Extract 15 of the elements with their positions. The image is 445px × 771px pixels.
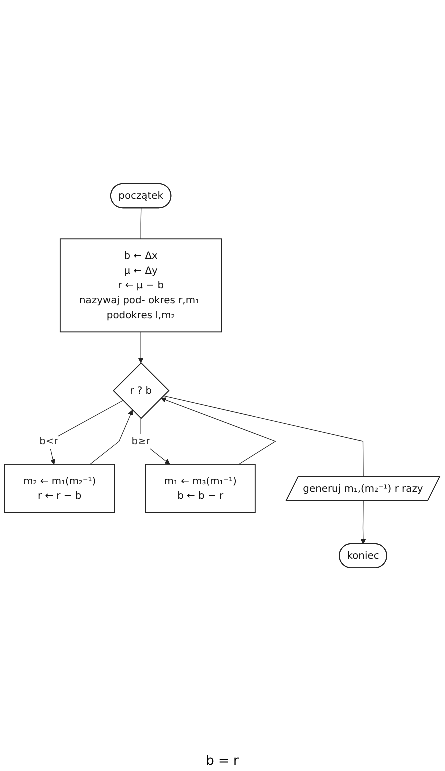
arrow (90, 410, 134, 465)
node-box: m₂ ← m₁(m₂⁻¹) r ← r − b (4, 464, 116, 514)
connector (163, 396, 364, 478)
node-diamond: r ? b (113, 362, 170, 420)
edge-label: b<r (40, 435, 58, 448)
node-box: m₁ ← m₃(m₁⁻¹) b ← b − r (145, 464, 256, 514)
arrow (138, 332, 144, 364)
arrow (48, 400, 124, 465)
arrow (140, 418, 170, 465)
connector (140, 208, 142, 240)
arrow (160, 398, 276, 465)
note-text: b = r (206, 754, 239, 769)
arrow (360, 500, 366, 544)
node-box: b ← Δx µ ← Δy r ← µ − b nazywaj pod- okres r,m₁ podokres l,m₂ (60, 238, 222, 333)
edge-label: b≥r (132, 435, 150, 448)
